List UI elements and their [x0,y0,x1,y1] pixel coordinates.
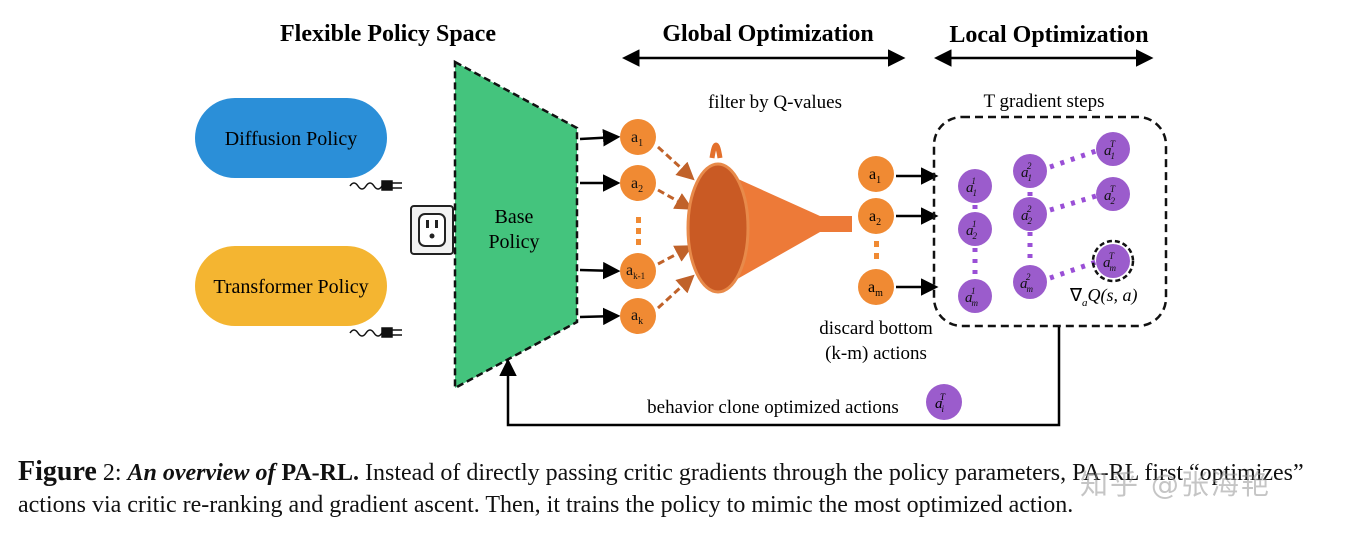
svg-text:amT: amT [1103,251,1117,273]
action-out-dots [874,241,879,259]
transformer-policy-label: Transformer Policy [213,276,368,298]
plug-icon-top [349,180,402,191]
funnel-icon [686,142,852,294]
header-local-optimization: Local Optimization [949,22,1148,48]
svg-text:am1: am1 [965,286,979,308]
gradient-step-connectors [972,148,1097,281]
svg-text:a22: a22 [1021,204,1033,226]
action-in-1: a1 [620,119,656,155]
svg-text:am2: am2 [1020,272,1034,294]
action-out-1: a1 [858,156,894,192]
socket-icon [410,205,454,255]
diffusion-policy-pill [195,98,387,178]
gradient-steps-label: T gradient steps [983,91,1104,112]
svg-text:ak: ak [631,307,643,327]
optimized-action-label: aiT [935,392,946,414]
discard-label-line1: discard bottom [819,318,933,339]
base-policy-label-line2: Policy [488,231,539,253]
svg-text:ak-1: ak-1 [626,262,645,281]
action-in-2: a2 [620,165,656,201]
svg-text:am: am [868,279,883,299]
transformer-policy-pill [195,246,387,326]
best-action-highlight [1091,239,1135,283]
header-flexible-policy-space: Flexible Policy Space [280,21,496,47]
caption-title-italic: An overview of [127,460,276,486]
svg-text:a2T: a2T [1104,184,1116,206]
behavior-clone-arrow [499,327,1061,427]
gradient-action-nodes [958,132,1130,313]
base-policy-shape [453,59,579,391]
svg-text:a2: a2 [869,208,881,228]
action-out-2: a2 [858,198,894,234]
action-in-dots [636,217,641,245]
action-to-funnel-arrows [656,145,695,310]
header-global-optimization: Global Optimization [662,21,873,47]
svg-text:a2: a2 [631,175,643,195]
base-policy-label-line1: Base [495,206,534,228]
diffusion-policy-label: Diffusion Policy [225,128,357,150]
filter-label: filter by Q-values [708,92,842,113]
action-to-local-arrows [896,167,939,296]
figure-caption: Figure 2: An overview of PA-RL. Instead … [18,456,1358,521]
svg-text:a11: a11 [966,176,977,198]
caption-figure-label: Figure [18,456,97,487]
overview-figure: Flexible Policy Space Global Optimizatio… [195,21,1168,427]
plug-icon-bottom [349,327,402,338]
behavior-clone-label: behavior clone optimized actions [647,397,899,418]
action-in-k: ak [620,298,656,334]
watermark: 知乎 @张海艳 [1080,468,1271,501]
critic-gradient-label: ∇aQ(s, a) [1069,285,1138,309]
discard-label-line2: (k-m) actions [825,343,927,364]
optimized-action-node [926,384,962,420]
svg-text:a1: a1 [869,166,881,186]
action-in-k-1: ak-1 [620,253,656,289]
svg-text:a21: a21 [966,219,978,241]
svg-text:a1: a1 [631,129,643,149]
caption-body: Instead of directly passing critic gradi… [18,460,1304,518]
svg-text:a1T: a1T [1104,139,1116,161]
caption-title-bold: PA-RL. [281,460,360,486]
base-to-action-arrows [579,129,621,326]
svg-text:a12: a12 [1021,161,1032,183]
caption-figure-number: 2: [96,460,122,486]
action-out-m: am [858,269,894,305]
gradient-action-labels: a11 a21 am1 a12 a22 am2 a1T a2T amT [965,139,1117,308]
